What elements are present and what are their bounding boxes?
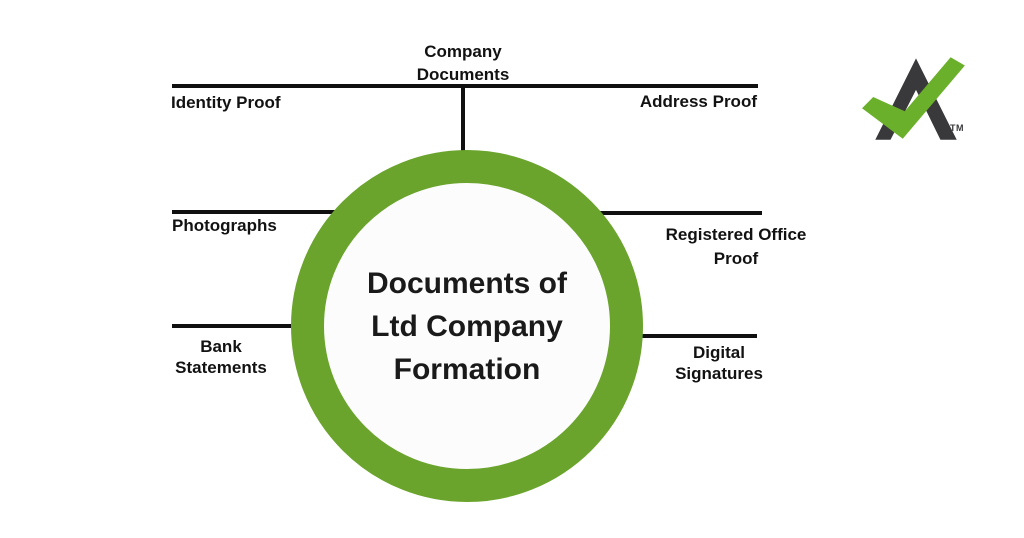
spoke-label-photographs: Photographs [172,216,277,235]
connector-registered-office [553,211,762,215]
spoke-label-identity-proof: Identity Proof [171,93,281,112]
spoke-label-address-proof: Address Proof [639,92,757,111]
brand-logo [862,57,965,140]
diagram-title-line1: Documents of [366,266,567,300]
spoke-label-company-documents: Company Documents [416,42,510,84]
spoke-label-registered-office-proof: Registered Office Proof [665,225,807,268]
spoke-label-bank-statements: Bank Statements [175,337,267,377]
connector-digital-signatures [609,334,757,338]
connector-photographs [172,210,380,214]
diagram-title-line2: Ltd Company [371,309,563,343]
diagram-title: Documents of Ltd Company Formation [291,150,643,502]
connector-bank-statements [172,324,324,328]
spoke-label-digital-signatures: Digital Signatures [675,343,763,383]
logo-checkmark-icon [862,57,965,139]
diagram-title-line3: Formation [393,352,541,386]
connector-top-horizontal [172,84,758,88]
connector-top-vertical [461,84,465,183]
trademark-symbol: TM [950,123,964,133]
